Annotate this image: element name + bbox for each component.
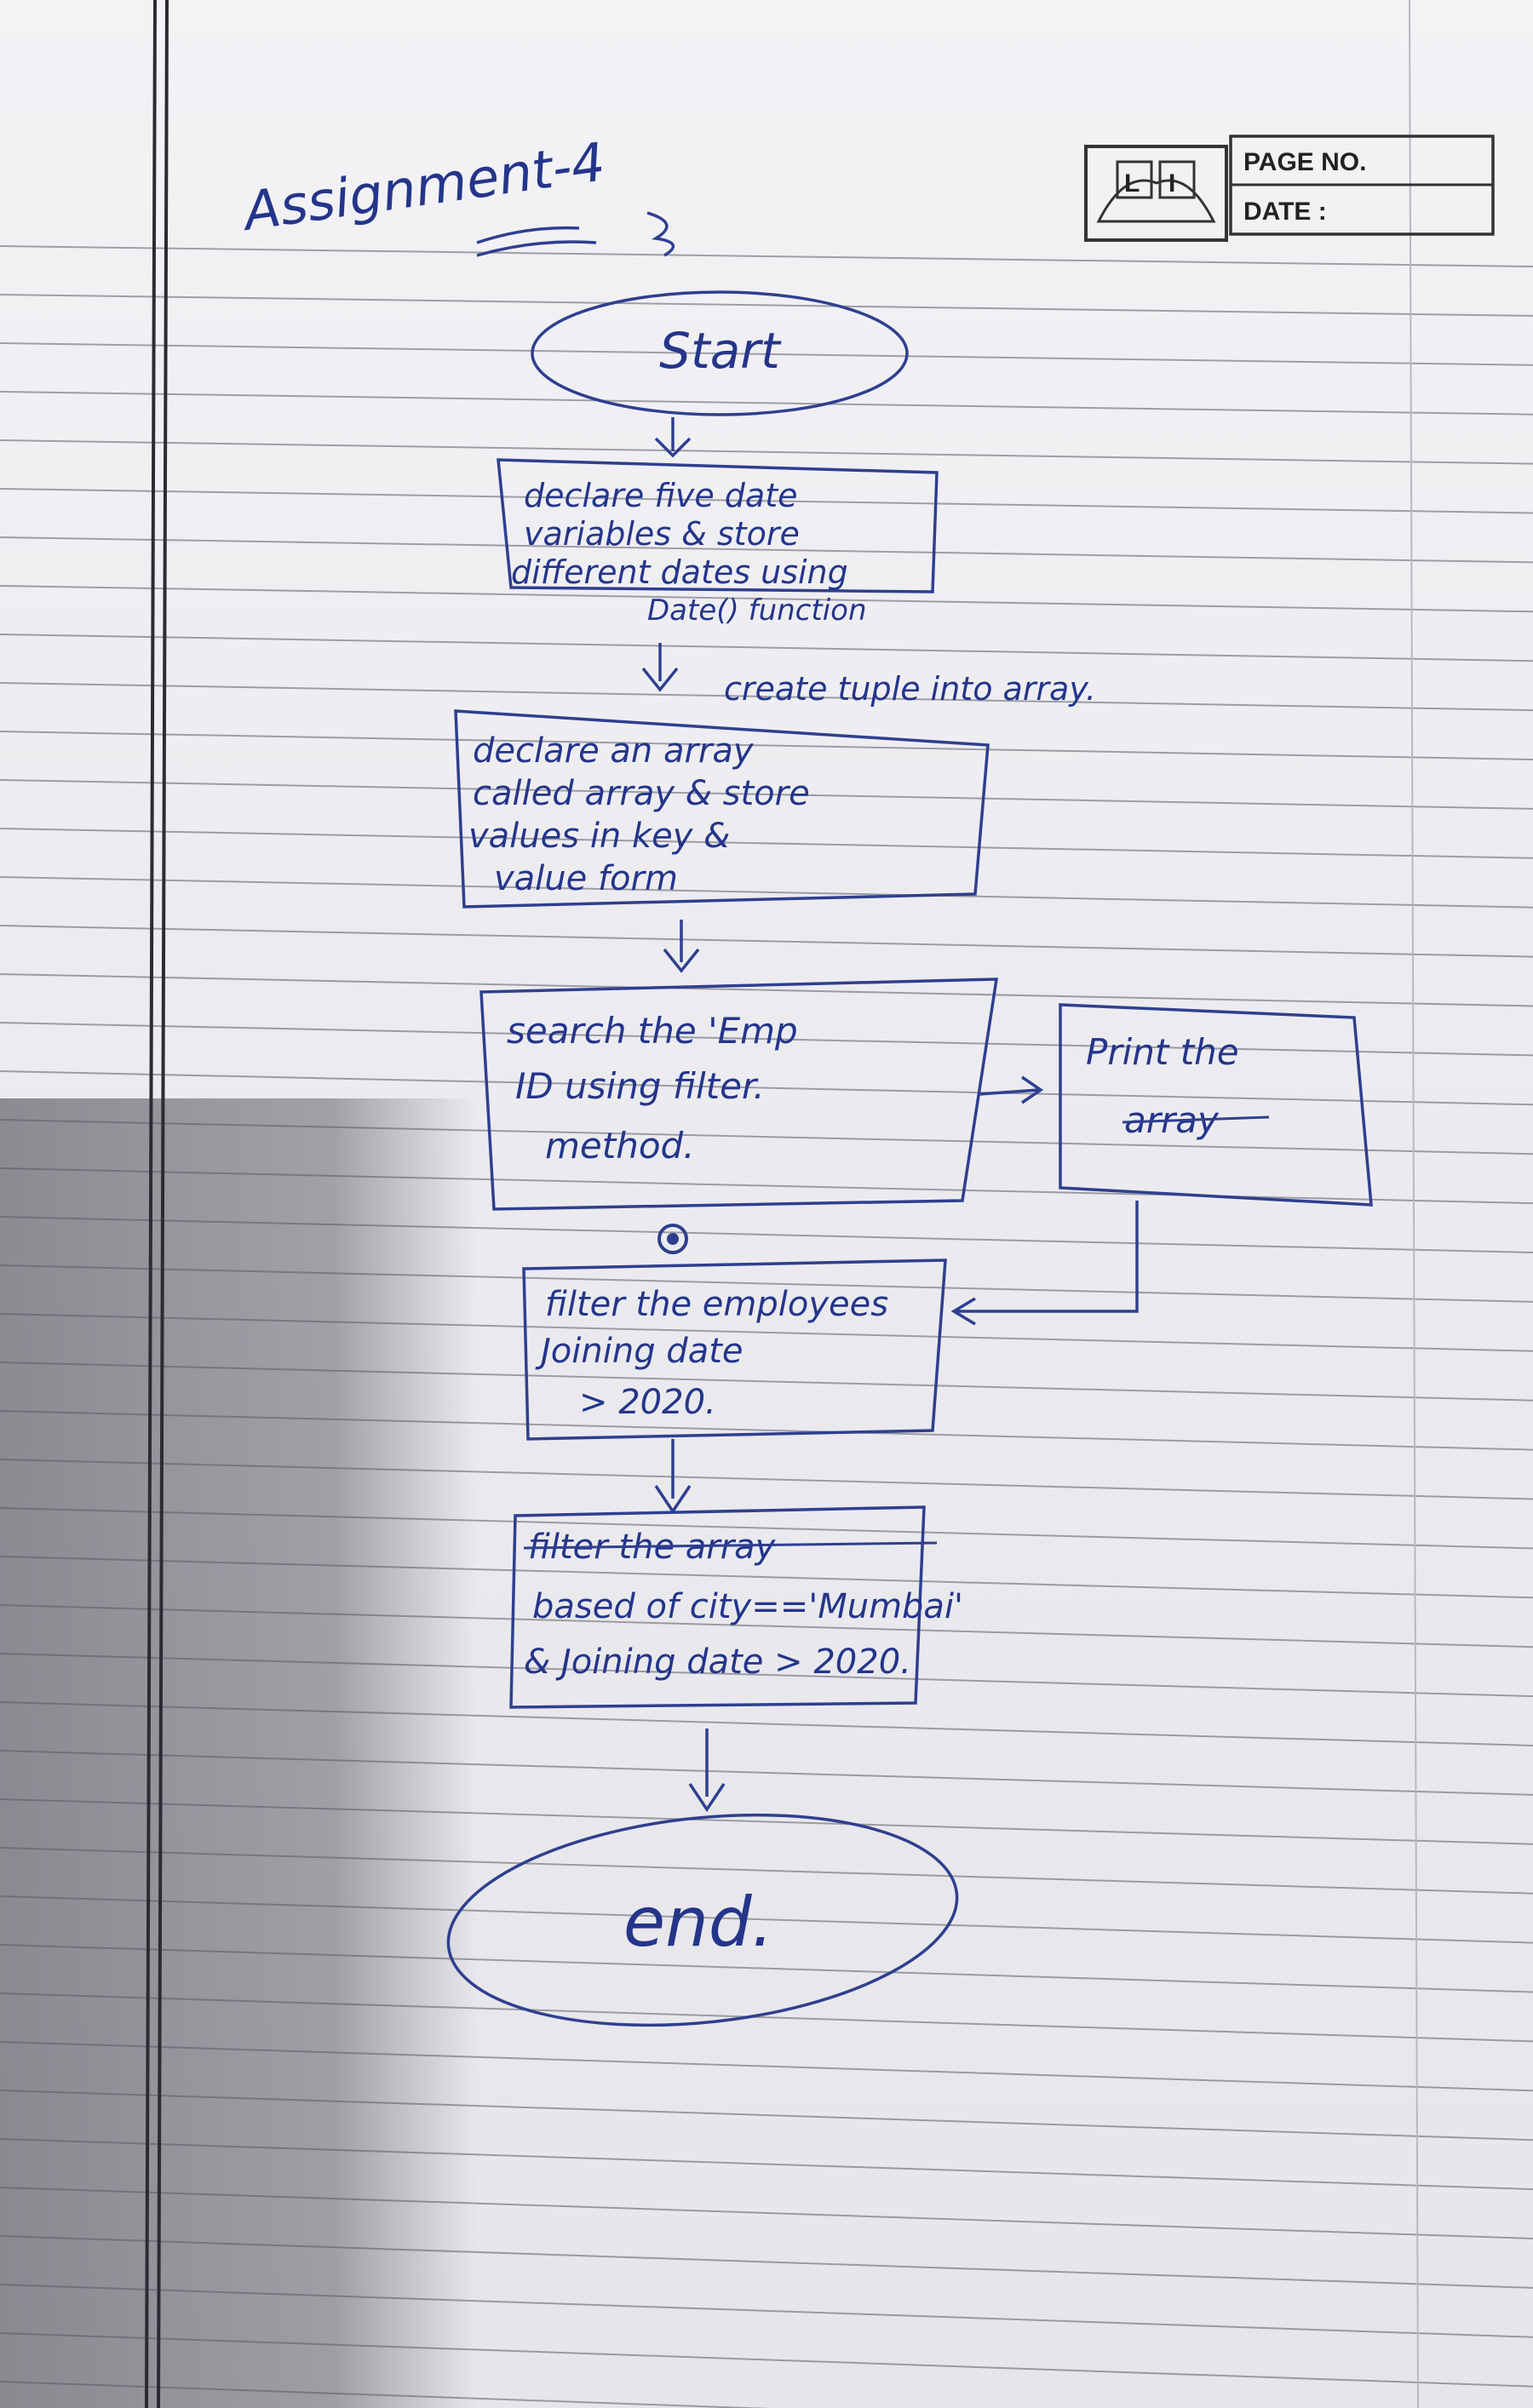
date-label: DATE : (1243, 198, 1327, 226)
ruled-line (0, 1944, 1533, 1993)
ruled-line (0, 1022, 1533, 1057)
ruled-line (0, 1119, 1533, 1155)
ruled-line (0, 828, 1533, 859)
ruled-line (0, 1798, 1533, 1845)
ruled-line (0, 2332, 1533, 2388)
ruled-line (0, 1362, 1533, 1402)
ruled-line (0, 682, 1533, 712)
arrow-step4-to-step5 (654, 1439, 692, 1515)
step3-box (479, 978, 999, 1211)
ruled-line (0, 1167, 1533, 1205)
junction-dot (657, 1224, 688, 1254)
arrow-step2-to-step3 (663, 920, 700, 973)
ruled-line (0, 973, 1533, 1007)
page-title: Assignment-4 (237, 130, 609, 243)
logo-frame (1084, 145, 1228, 242)
step3-line1: search the 'Emp (507, 1010, 798, 1052)
ruled-line (0, 1847, 1533, 1895)
ruled-line (0, 1264, 1533, 1303)
ruled-line (0, 2090, 1533, 2141)
step1-box (497, 458, 939, 593)
ruled-line (0, 1701, 1533, 1746)
step5-box (509, 1505, 926, 1709)
ruled-line (0, 245, 1533, 267)
arrow-step5-to-end (688, 1729, 726, 1813)
logo-letter-i: I (1168, 169, 1175, 198)
ruled-line (0, 1459, 1533, 1500)
page-header-box: L I PAGE NO. DATE : (1084, 135, 1495, 242)
step5-line2: based of city=='Mumbai' (532, 1587, 963, 1626)
ruled-line (0, 2235, 1533, 2289)
ruled-line (0, 2381, 772, 2408)
margin-line-right (157, 0, 169, 2408)
ruled-line (0, 1410, 1533, 1451)
step1-line1: declare five date (524, 477, 798, 514)
step3-line2: ID using filter. (515, 1065, 765, 1107)
margin-line-left (145, 0, 157, 2408)
print-array-box (1059, 1003, 1373, 1207)
end-label: end. (623, 1883, 773, 1962)
annotation-create-tuple: create tuple into array. (724, 670, 1096, 708)
ruled-lines (0, 245, 1533, 2408)
ruled-line (0, 779, 1533, 810)
start-terminal (531, 290, 909, 416)
ruled-line (0, 1216, 1533, 1253)
ruled-line (0, 1313, 1533, 1352)
ruled-line (0, 536, 1533, 564)
strike-array (1122, 1115, 1270, 1124)
ruled-line (0, 876, 1533, 909)
ruled-line (0, 585, 1533, 613)
step5-line3: & Joining date > 2020. (524, 1643, 911, 1682)
ruled-line (0, 1992, 1533, 2043)
strike-step5-line1 (523, 1541, 938, 1550)
ruled-line (0, 439, 1533, 465)
print-box-line1: Print the (1086, 1031, 1239, 1073)
end-terminal (446, 1813, 959, 2027)
step4-line2: Joining date (535, 1332, 744, 1371)
ruled-line (0, 294, 1533, 317)
ruled-line (0, 2138, 1533, 2191)
ruled-line (0, 488, 1533, 514)
ruled-line (0, 1895, 1533, 1944)
ruled-line (0, 342, 1533, 366)
step4-line3: > 2020. (579, 1383, 716, 1422)
ruled-line (0, 2041, 1533, 2092)
ruled-line (0, 391, 1533, 416)
arrow-print-to-step4 (950, 1201, 1139, 1326)
step4-box (522, 1258, 947, 1441)
ruled-line (0, 2284, 1533, 2338)
book-icon (1096, 179, 1216, 223)
ruled-line (0, 1070, 1533, 1106)
ruled-line (0, 2187, 1533, 2239)
ruled-line (0, 925, 1533, 958)
step2-line3: values in key & (468, 817, 730, 856)
step3-line3: method. (545, 1125, 695, 1167)
arrow-start-to-step1 (654, 417, 692, 458)
step1-line4: Date() function (647, 593, 867, 628)
ruled-line (0, 1604, 1533, 1648)
arrow-step1-to-step2 (641, 643, 679, 692)
step1-line2: variables & store (524, 515, 800, 553)
page-no-label: PAGE NO. (1243, 148, 1366, 176)
ruled-line (0, 634, 1533, 662)
ruled-line (0, 1507, 1533, 1550)
step1-line3: different dates using (511, 553, 848, 591)
ruled-line (0, 1750, 1533, 1796)
start-label: Start (659, 322, 782, 380)
step4-line1: filter the employees (545, 1285, 888, 1324)
arrow-step3-to-print (979, 1075, 1044, 1104)
logo-letter-l: L (1124, 169, 1140, 198)
ruled-line (0, 731, 1533, 760)
step2-box (454, 709, 990, 909)
title-underline (476, 211, 675, 257)
step2-line4: value form (494, 859, 678, 898)
step2-line1: declare an array (473, 731, 755, 771)
ruled-line (0, 1653, 1533, 1698)
ruled-line (0, 1556, 1533, 1599)
right-margin-line (1409, 0, 1419, 2408)
step2-line2: called array & store (473, 774, 810, 813)
